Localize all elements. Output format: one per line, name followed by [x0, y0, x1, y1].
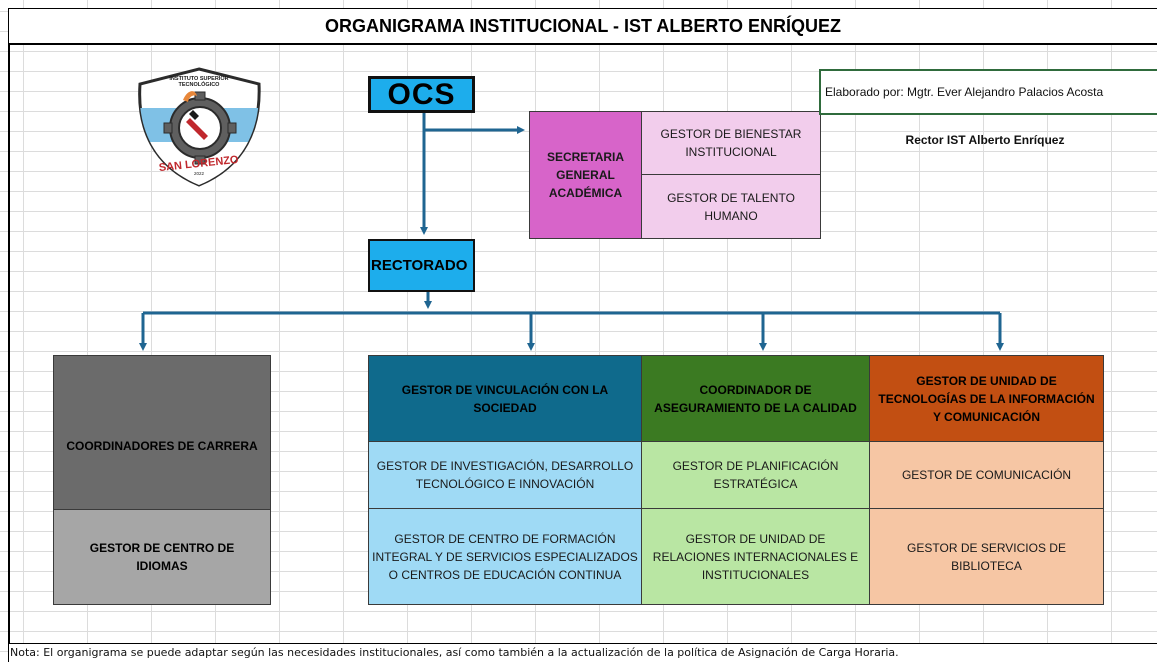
investigacion-box: GESTOR DE INVESTIGACIÓN, DESARROLLO TECN…: [368, 441, 642, 509]
centro-formacion-box: GESTOR DE CENTRO DE FORMACIÓN INTEGRAL Y…: [368, 508, 642, 605]
tic-header: GESTOR DE UNIDAD DE TECNOLOGÍAS DE LA IN…: [869, 355, 1104, 442]
calidad-header: COORDINADOR DE ASEGURAMIENTO DE LA CALID…: [641, 355, 870, 442]
institution-logo: INSTITUTO SUPERIOR TECNOLÓGICO SAN LOREN…: [138, 67, 261, 187]
coordinadores-carrera-box: COORDINADORES DE CARRERA: [53, 355, 271, 510]
secretaria-item-bienestar: GESTOR DE BIENESTAR INSTITUCIONAL: [641, 111, 821, 175]
rector-label: Rector IST Alberto Enríquez: [905, 133, 1065, 147]
vinculacion-header: GESTOR DE VINCULACIÓN CON LA SOCIEDAD: [368, 355, 642, 442]
planificacion-box: GESTOR DE PLANIFICACIÓN ESTRATÉGICA: [641, 441, 870, 509]
svg-text:2022: 2022: [194, 171, 205, 176]
centro-idiomas-box: GESTOR DE CENTRO DE IDIOMAS: [53, 509, 271, 605]
svg-text:TECNOLÓGICO: TECNOLÓGICO: [179, 80, 221, 88]
frame-left: [8, 8, 10, 662]
credit-text: Elaborado por: Mgtr. Ever Alejandro Pala…: [819, 69, 1157, 115]
svg-text:INSTITUTO SUPERIOR: INSTITUTO SUPERIOR: [169, 76, 228, 82]
ocs-box: OCS: [368, 76, 475, 113]
secretaria-item-talento: GESTOR DE TALENTO HUMANO: [641, 174, 821, 239]
footer-note: Nota: El organigrama se puede adaptar se…: [9, 643, 1157, 662]
comunicacion-box: GESTOR DE COMUNICACIÓN: [869, 441, 1104, 509]
relaciones-box: GESTOR DE UNIDAD DE RELACIONES INTERNACI…: [641, 508, 870, 605]
rectorado-box: RECTORADO: [368, 239, 475, 292]
page-title: ORGANIGRAMA INSTITUCIONAL - IST ALBERTO …: [9, 9, 1157, 45]
biblioteca-box: GESTOR DE SERVICIOS DE BIBLIOTECA: [869, 508, 1104, 605]
secretaria-box: SECRETARIA GENERAL ACADÉMICA: [529, 111, 642, 239]
